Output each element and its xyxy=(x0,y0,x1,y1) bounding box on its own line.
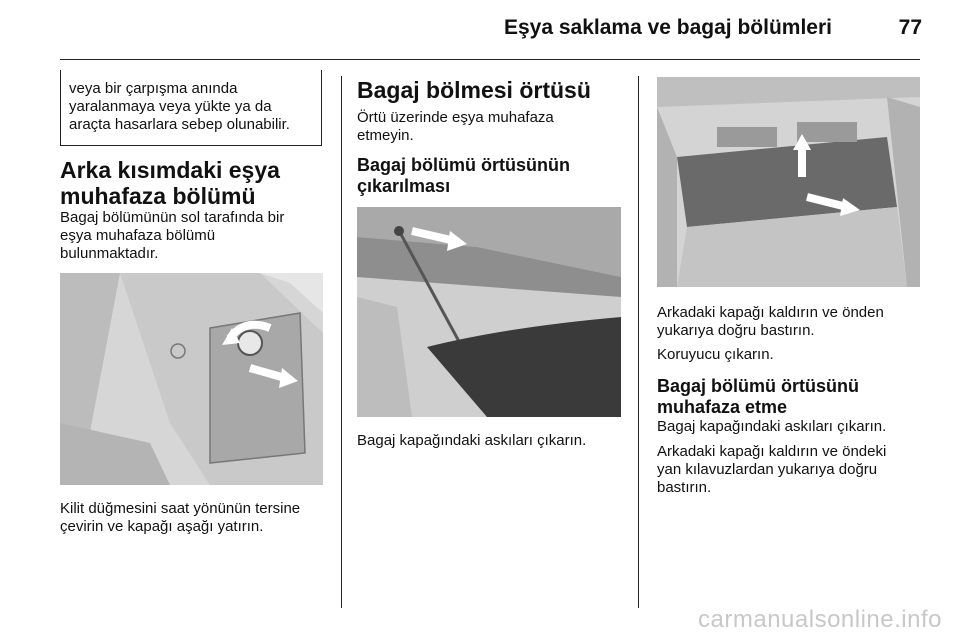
heading-line: Arka kısımdaki eşya xyxy=(60,157,280,183)
text-line: bastırın. xyxy=(657,479,712,496)
heading-line: muhafaza bölümü xyxy=(60,183,256,209)
storage-compartment-illustration xyxy=(60,273,323,485)
watermark: carmanualsonline.info xyxy=(698,606,942,633)
text-line: etmeyin. xyxy=(357,127,414,144)
text-line: yan kılavuzlardan yukarıya doğru xyxy=(657,461,878,478)
cover-intro: Örtü üzerinde eşya muhafaza etmeyin. xyxy=(357,109,554,145)
warning-line: araçta hasarlara sebep olunabilir. xyxy=(69,116,290,133)
section-heading-storage: Arka kısımdaki eşya muhafaza bölümü xyxy=(60,157,280,209)
storage-intro: Bagaj bölümünün sol tarafında bir eşya m… xyxy=(60,209,284,263)
text-line: bulunmaktadır. xyxy=(60,245,159,262)
heading-line: çıkarılması xyxy=(357,176,451,196)
text-line: Örtü üzerinde eşya muhafaza xyxy=(357,109,554,126)
step-remove-straps: Bagaj kapağındaki askıları çıkarın. xyxy=(657,418,887,435)
warning-line: veya bir çarpışma anında xyxy=(69,80,238,97)
section-heading-cover: Bagaj bölmesi örtüsü xyxy=(357,77,591,103)
page-number: 77 xyxy=(898,16,922,39)
subheading-remove-cover: Bagaj bölümü örtüsünün çıkarılması xyxy=(357,155,570,197)
storage-caption: Kilit düğmesini saat yönünün tersine çev… xyxy=(60,500,300,536)
warning-line: yaralanmaya veya yükte ya da xyxy=(69,98,272,115)
lift-caption: Arkadaki kapağı kaldırın ve önden yukarı… xyxy=(657,304,884,340)
text-line: çevirin ve kapağı aşağı yatırın. xyxy=(60,518,264,535)
warning-box-right-edge xyxy=(321,70,322,78)
cover-lift-illustration xyxy=(657,77,920,287)
text-line: Arkadaki kapağı kaldırın ve öndeki xyxy=(657,443,887,460)
tailgate-strap-illustration xyxy=(357,207,621,417)
text-line: Kilit düğmesini saat yönünün tersine xyxy=(60,500,301,517)
warning-box: veya bir çarpışma anında yaralanmaya vey… xyxy=(60,77,322,146)
step-lift-and-push: Arkadaki kapağı kaldırın ve öndeki yan k… xyxy=(657,443,886,497)
text-line: Arkadaki kapağı kaldırın ve önden xyxy=(657,304,884,321)
column-divider-1 xyxy=(341,76,342,608)
heading-line: muhafaza etme xyxy=(657,397,788,417)
header-rule xyxy=(60,59,920,60)
step-remove-protector: Koruyucu çıkarın. xyxy=(657,346,774,363)
subheading-store-cover: Bagaj bölümü örtüsünü muhafaza etme xyxy=(657,376,859,418)
text-line: Bagaj bölümünün sol tarafında bir xyxy=(60,209,285,226)
heading-line: Bagaj bölümü örtüsünü xyxy=(657,376,859,396)
cover-caption: Bagaj kapağındaki askıları çıkarın. xyxy=(357,432,587,449)
text-line: yukarıya doğru bastırın. xyxy=(657,322,815,339)
column-divider-2 xyxy=(638,76,639,608)
warning-box-left-edge xyxy=(60,70,61,78)
text-line: eşya muhafaza bölümü xyxy=(60,227,216,244)
page-header-title: Eşya saklama ve bagaj bölümleri xyxy=(503,16,832,39)
heading-line: Bagaj bölümü örtüsünün xyxy=(357,155,570,175)
